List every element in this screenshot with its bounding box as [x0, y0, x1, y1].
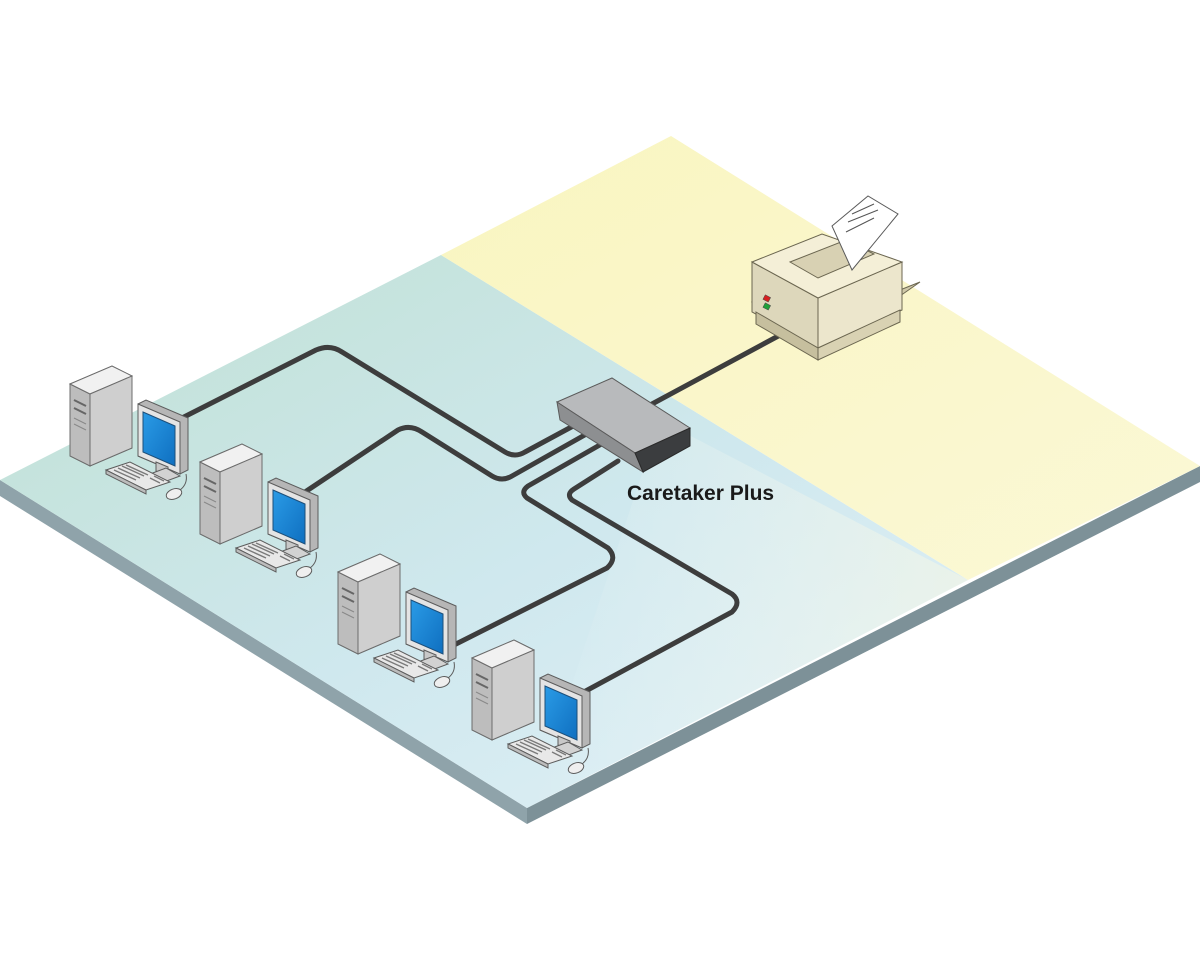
- caretaker-hub: [555, 377, 692, 474]
- floor-blend: [527, 420, 968, 808]
- cable-printer: [649, 331, 785, 407]
- cable-ws2: [299, 424, 593, 497]
- hub-label: Caretaker Plus: [627, 482, 775, 505]
- cable-ws4: [566, 458, 740, 696]
- cable-ws3: [453, 439, 616, 647]
- floor: [0, 136, 1200, 824]
- printer-paper: [831, 195, 899, 271]
- printer-paper-lines: [845, 203, 879, 233]
- floor-edge-right: [527, 466, 1200, 824]
- printer: [750, 195, 921, 361]
- printer-led-green: [762, 302, 771, 311]
- printer-lower-side: [817, 309, 901, 361]
- printer-led-red: [762, 294, 771, 303]
- cables: [175, 331, 785, 696]
- cable-ws1: [175, 344, 578, 458]
- hub-front-right: [634, 427, 691, 473]
- floor-edge-left: [0, 480, 527, 824]
